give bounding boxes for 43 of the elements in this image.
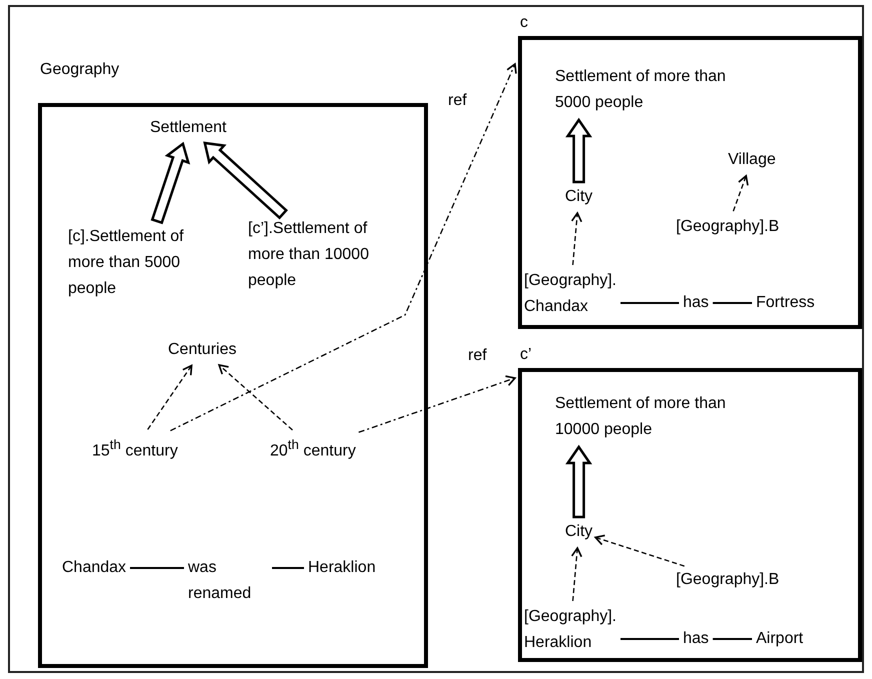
concept-label: 15$^{th}$ century <box>92 432 178 464</box>
block-arrow <box>150 142 190 224</box>
dashed-arrow <box>571 212 582 266</box>
concept-label: [Geography].B <box>676 567 780 593</box>
concept-label: Chandax <box>62 555 126 581</box>
block-arrow <box>203 142 288 220</box>
concept-label: [Geography]. Heraklion <box>524 604 616 656</box>
concept-label: Centuries <box>168 337 236 363</box>
dashed-arrow <box>594 534 685 567</box>
connector-line <box>712 638 752 640</box>
concept-label: City <box>565 184 593 210</box>
dashed-arrow <box>170 63 517 432</box>
connector-line <box>272 567 304 569</box>
concept-label: [Geography]. Chandax <box>524 268 616 320</box>
box-heading: c <box>520 13 528 33</box>
dashed-arrow <box>732 174 749 212</box>
concept-label: Settlement <box>150 115 226 141</box>
concept-label: 20$^{th}$ century <box>270 432 356 464</box>
concept-label: [c’].Settlement of more than 10000 people <box>248 216 408 294</box>
concept-label: City <box>565 519 593 545</box>
concept-label: Heraklion <box>308 555 376 581</box>
concept-label: Settlement of more than 10000 people <box>555 391 740 443</box>
connector-line <box>130 567 184 569</box>
dashed-arrow <box>571 547 582 602</box>
connector-line <box>620 638 679 640</box>
concept-label: has <box>683 290 709 316</box>
connector-line <box>620 302 679 304</box>
concept-label: Fortress <box>756 290 815 316</box>
concept-label: Settlement of more than 5000 people <box>555 64 730 116</box>
concept-label: [c].Settlement of more than 5000 people <box>68 224 218 302</box>
box-heading: Geography <box>40 60 120 80</box>
connector-line <box>712 302 752 304</box>
concept-label: was renamed <box>188 555 268 607</box>
box-heading: c’ <box>520 345 532 365</box>
dashed-arrow <box>147 364 192 430</box>
concept-label: Airport <box>756 626 804 652</box>
concept-label: [Geography].B <box>676 214 780 240</box>
dashed-arrow <box>218 364 293 430</box>
block-arrow <box>565 118 592 184</box>
block-arrow <box>565 444 592 518</box>
concept-label: has <box>683 626 709 652</box>
concept-label: Village <box>728 147 776 173</box>
dashed-arrow <box>358 375 516 433</box>
